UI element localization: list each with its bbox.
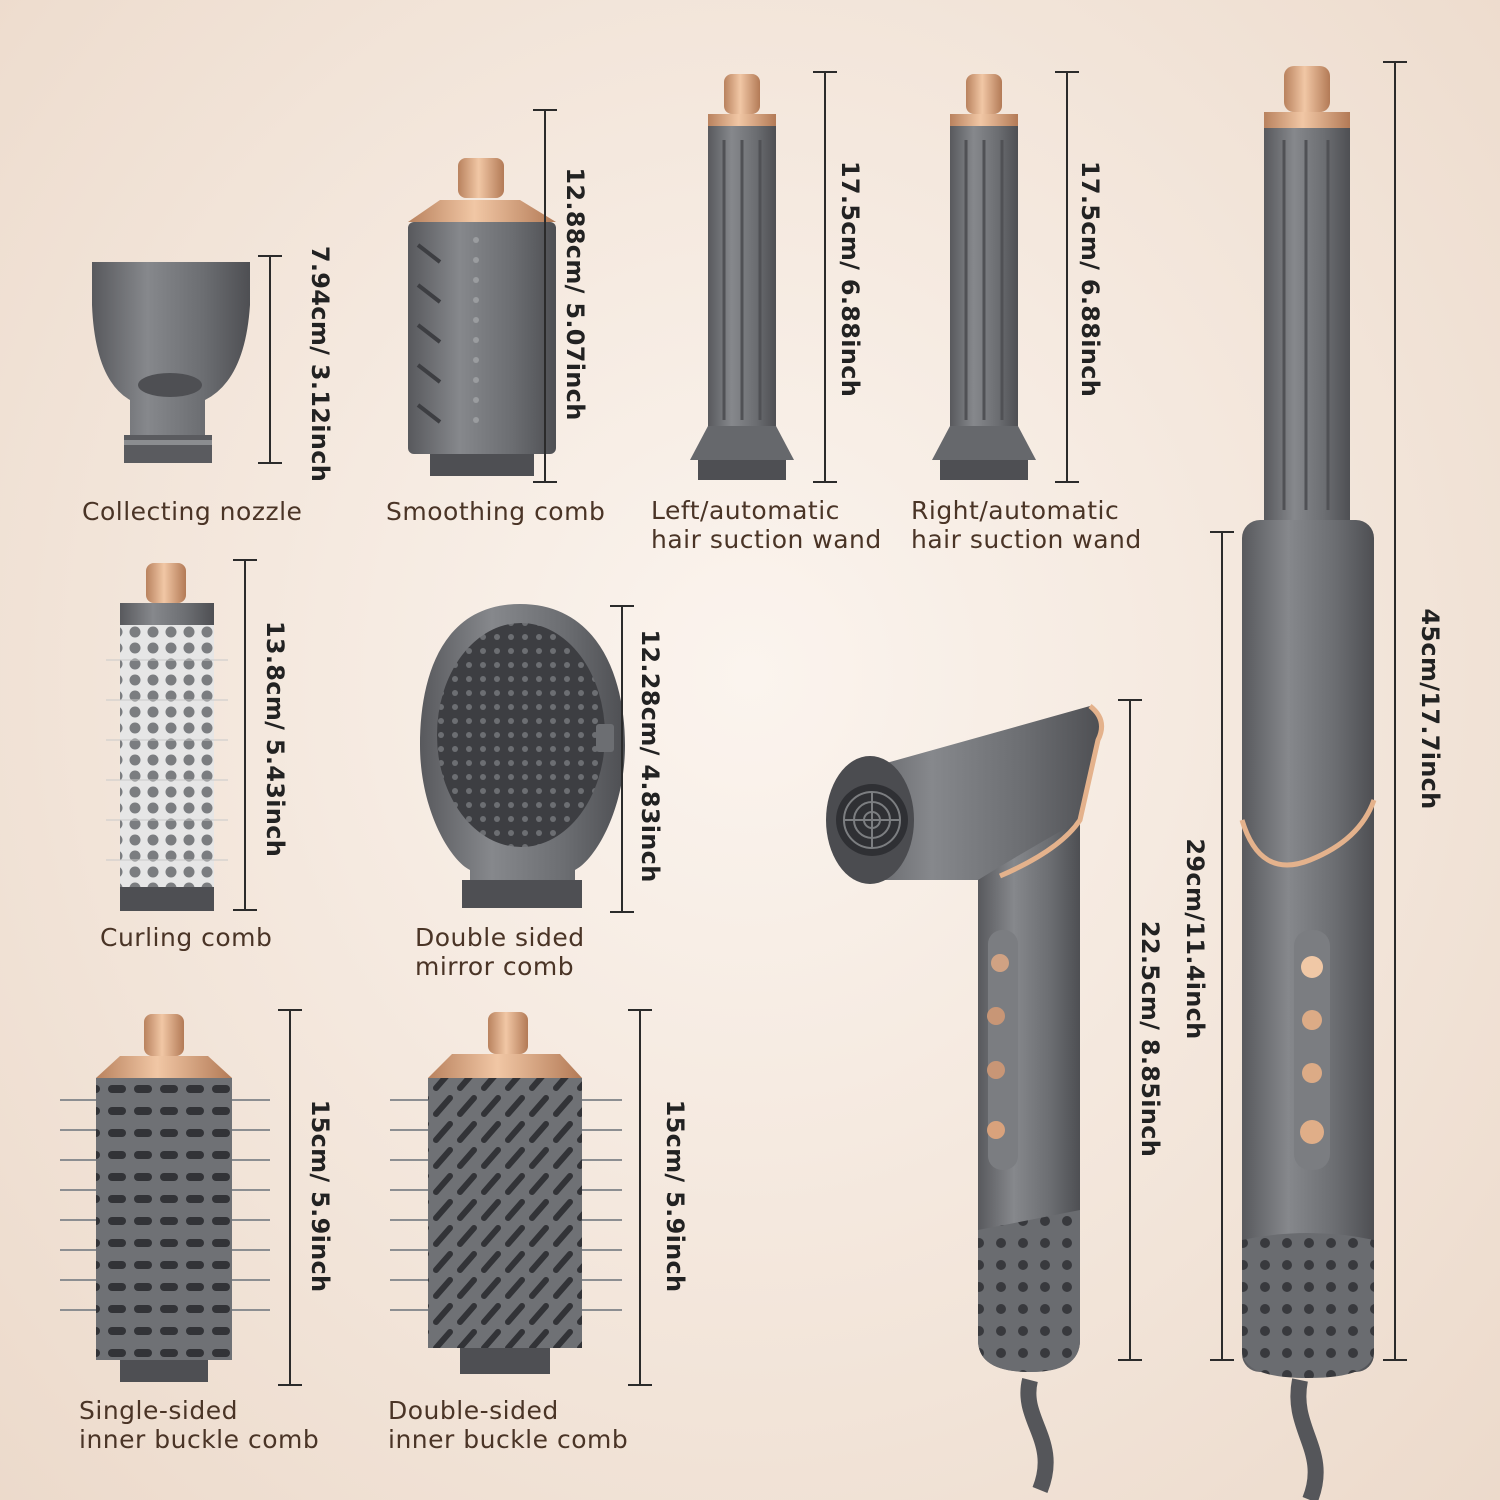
left-wand-illustration — [690, 74, 794, 480]
styler-illustration — [1239, 66, 1377, 1500]
dimension-mirror-comb: 12.28cm/ 4.83inch — [636, 629, 664, 883]
label-mirror-comb-line1: Double sided — [415, 923, 585, 952]
dimension-collecting-nozzle: 7.94cm/ 3.12inch — [306, 245, 334, 483]
dimension-bars — [233, 61, 1407, 1386]
dimension-dryer: 22.5cm/ 8.85inch — [1136, 920, 1164, 1158]
dimension-curling-comb: 13.8cm/ 5.43inch — [261, 620, 289, 858]
label-smoothing-comb: Smoothing comb — [386, 497, 606, 526]
dimension-single-sided-comb: 15cm/ 5.9inch — [306, 1099, 334, 1293]
dim-bar-styler-handle — [1210, 531, 1234, 1361]
dim-bar-curling-comb — [233, 559, 257, 911]
dimension-right-wand: 17.5cm/ 6.88inch — [1076, 160, 1104, 398]
dimension-styler-total: 45cm/17.7inch — [1416, 608, 1444, 810]
collecting-nozzle-illustration — [92, 262, 250, 463]
label-left-wand-line2: hair suction wand — [651, 525, 882, 554]
right-wand-illustration — [932, 74, 1036, 480]
label-single-sided-comb-line2: inner buckle comb — [79, 1425, 320, 1454]
dimension-left-wand: 17.5cm/ 6.88inch — [836, 160, 864, 398]
label-left-wand-line1: Left/automatic — [651, 496, 840, 525]
label-right-wand-line2: hair suction wand — [911, 525, 1142, 554]
curling-comb-illustration — [106, 563, 228, 911]
label-collecting-nozzle: Collecting nozzle — [82, 497, 303, 526]
mirror-comb-illustration — [420, 604, 625, 908]
dimension-double-sided-comb: 15cm/ 5.9inch — [661, 1099, 689, 1293]
label-double-sided-comb-line1: Double-sided — [388, 1396, 559, 1425]
dim-bar-dryer — [1118, 699, 1142, 1361]
dimension-smoothing-comb: 12.88cm/ 5.07inch — [561, 167, 589, 421]
dim-bar-collecting-nozzle — [258, 255, 282, 464]
label-curling-comb: Curling comb — [100, 923, 273, 952]
dimension-styler-handle: 29cm/11.4inch — [1181, 838, 1209, 1040]
smoothing-comb-illustration — [408, 158, 556, 476]
dim-bar-mirror-comb — [610, 605, 634, 913]
dim-bar-double-sided-comb — [628, 1009, 652, 1386]
label-mirror-comb-line2: mirror comb — [415, 952, 575, 981]
dim-bar-styler-total — [1383, 61, 1407, 1361]
double-sided-comb-illustration — [390, 1012, 622, 1374]
single-sided-comb-illustration — [60, 1014, 270, 1382]
dim-bar-single-sided-comb — [278, 1009, 302, 1386]
dim-bar-right-wand — [1055, 71, 1079, 483]
dim-bar-smoothing-comb — [533, 109, 557, 483]
label-double-sided-comb-line2: inner buckle comb — [388, 1425, 629, 1454]
label-right-wand-line1: Right/automatic — [911, 496, 1120, 525]
dim-bar-left-wand — [813, 71, 837, 483]
label-single-sided-comb-line1: Single-sided — [79, 1396, 238, 1425]
hair-dryer-illustration — [826, 704, 1105, 1493]
